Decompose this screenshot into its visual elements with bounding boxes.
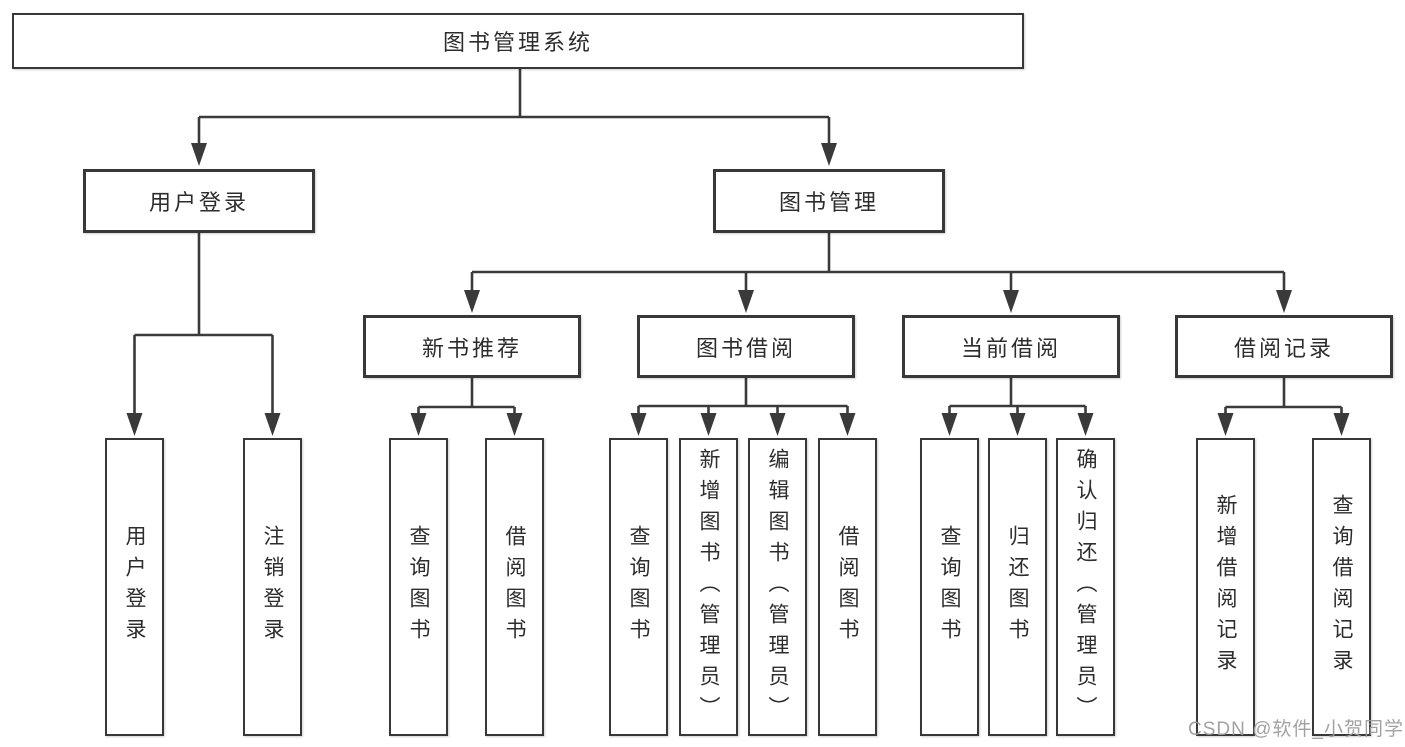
- leaf-add-borrow-record: 新增借阅记录: [1196, 438, 1255, 736]
- node-current-borrow-label: 当前借阅: [960, 335, 1061, 361]
- leaf-borrow-query-books: 查询图书: [609, 438, 668, 736]
- arrowhead: [1077, 413, 1094, 436]
- leaf-borrow-query-books-label: 查询图书: [627, 525, 650, 649]
- node-new-book-recommend-label: 新书推荐: [421, 335, 522, 361]
- arrowhead: [821, 143, 837, 166]
- arrowhead: [410, 413, 427, 436]
- arrowhead: [839, 413, 856, 436]
- node-root-label: 图书管理系统: [442, 30, 593, 55]
- leaf-current-query-books-label: 查询图书: [938, 525, 961, 649]
- leaf-return-books: 归还图书: [988, 438, 1047, 736]
- node-borrow-records-label: 借阅记录: [1233, 335, 1334, 361]
- node-borrow-records: 借阅记录: [1175, 315, 1393, 378]
- leaf-add-borrow-record-label: 新增借阅记录: [1214, 494, 1237, 680]
- node-current-borrow: 当前借阅: [902, 315, 1120, 378]
- node-new-book-recommend: 新书推荐: [363, 315, 581, 378]
- leaf-user-login: 用户登录: [105, 438, 164, 736]
- leaf-recommend-query-books-label: 查询图书: [407, 525, 430, 649]
- arrowhead: [264, 413, 281, 436]
- arrowhead: [464, 290, 480, 313]
- leaf-add-books-admin: 新增图书（管理员）: [679, 438, 738, 736]
- leaf-query-borrow-record: 查询借阅记录: [1312, 438, 1371, 736]
- leaf-borrow-books: 借阅图书: [818, 438, 877, 736]
- arrowhead: [941, 413, 958, 436]
- arrowhead: [1003, 290, 1019, 313]
- leaf-return-books-label: 归还图书: [1006, 525, 1029, 649]
- leaf-recommend-borrow-books-label: 借阅图书: [503, 525, 526, 649]
- arrowhead: [1009, 413, 1026, 436]
- leaf-confirm-return-admin: 确认归还（管理员）: [1056, 438, 1115, 736]
- leaf-user-login-label: 用户登录: [123, 525, 146, 649]
- node-book-borrow: 图书借阅: [637, 315, 855, 378]
- arrowhead: [1217, 413, 1234, 436]
- node-book-borrow-label: 图书借阅: [695, 335, 796, 361]
- arrowhead: [700, 413, 717, 436]
- leaf-recommend-borrow-books: 借阅图书: [485, 438, 544, 736]
- leaf-current-query-books: 查询图书: [920, 438, 979, 736]
- leaf-edit-books-admin-label: 编辑图书（管理员）: [766, 447, 789, 727]
- arrowhead: [1333, 413, 1350, 436]
- leaf-edit-books-admin: 编辑图书（管理员）: [748, 438, 807, 736]
- leaf-add-books-admin-label: 新增图书（管理员）: [697, 447, 720, 727]
- node-user-login: 用户登录: [83, 169, 315, 233]
- arrowhead: [191, 143, 207, 166]
- watermark: CSDN @软件_小贺同学: [1188, 719, 1404, 740]
- leaf-logout: 注销登录: [243, 438, 302, 736]
- leaf-confirm-return-admin-label: 确认归还（管理员）: [1074, 447, 1097, 727]
- node-root: 图书管理系统: [12, 13, 1024, 69]
- node-book-management-label: 图书管理: [778, 190, 879, 215]
- arrowhead: [1276, 290, 1292, 313]
- leaf-recommend-query-books: 查询图书: [389, 438, 448, 736]
- node-user-login-label: 用户登录: [148, 190, 249, 215]
- leaf-logout-label: 注销登录: [261, 525, 284, 649]
- node-book-management: 图书管理: [713, 169, 945, 233]
- arrowhead: [506, 413, 523, 436]
- leaf-borrow-books-label: 借阅图书: [836, 525, 859, 649]
- arrowhead: [769, 413, 786, 436]
- leaf-query-borrow-record-label: 查询借阅记录: [1330, 494, 1353, 680]
- arrowhead: [738, 290, 754, 313]
- arrowhead: [630, 413, 647, 436]
- arrowhead: [126, 413, 143, 436]
